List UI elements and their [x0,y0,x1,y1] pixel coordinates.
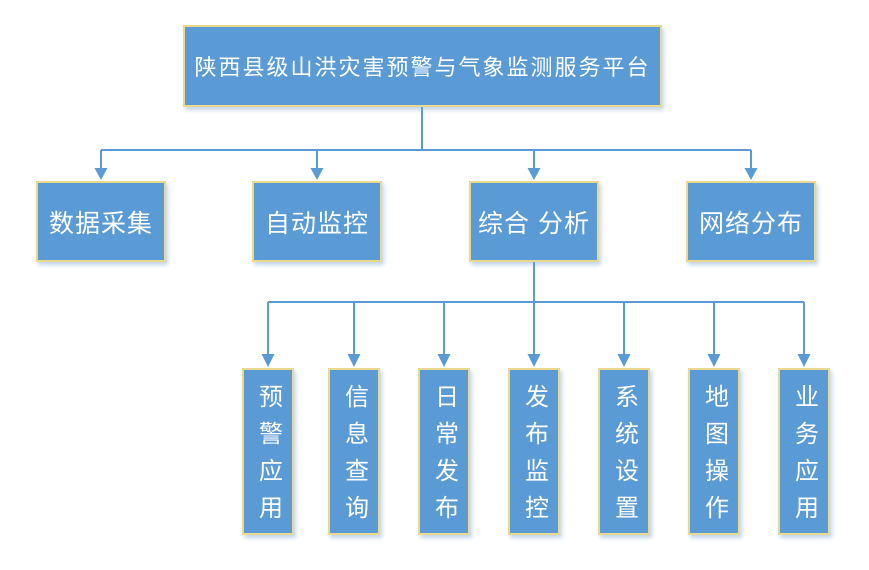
node-map-operation: 地图操作 [688,368,740,535]
node-label: 信息查询 [340,384,368,532]
node-auto-monitoring: 自动监控 [252,181,382,262]
node-warning-application: 预警应用 [242,368,294,535]
node-label: 数据采集 [48,209,153,238]
arrow-down-icon [744,168,758,180]
node-release-monitoring: 发布监控 [508,368,560,535]
node-network-distribution: 网络分布 [686,181,816,262]
arrow-down-icon [94,168,108,180]
node-label: 地图操作 [700,384,728,532]
node-daily-release: 日常发布 [418,368,470,535]
arrow-down-icon [310,168,324,180]
arrow-down-icon [707,354,721,367]
arrow-down-icon [347,354,361,367]
node-label: 综合 分析 [478,209,590,238]
node-label: 系统设置 [610,384,638,532]
node-label: 自动监控 [264,209,369,238]
node-information-query: 信息查询 [328,368,380,535]
node-label: 网络分布 [698,209,803,238]
arrow-down-icon [527,168,541,180]
arrow-down-icon [617,354,631,367]
arrow-down-icon [797,354,811,367]
node-system-settings: 系统设置 [598,368,650,535]
node-label: 日常发布 [430,384,458,532]
arrow-down-icon [437,354,451,367]
node-label: 发布监控 [520,384,548,532]
arrow-down-icon [261,354,275,367]
arrow-down-icon [527,354,541,367]
node-label: 业务应用 [790,384,818,532]
node-platform-root: 陕西县级山洪灾害预警与气象监测服务平台 [183,25,662,107]
node-label: 预警应用 [254,384,282,532]
node-data-collection: 数据采集 [36,181,166,262]
node-comprehensive-analysis: 综合 分析 [469,181,599,262]
node-label: 陕西县级山洪灾害预警与气象监测服务平台 [194,55,651,80]
node-business-application: 业务应用 [778,368,830,535]
